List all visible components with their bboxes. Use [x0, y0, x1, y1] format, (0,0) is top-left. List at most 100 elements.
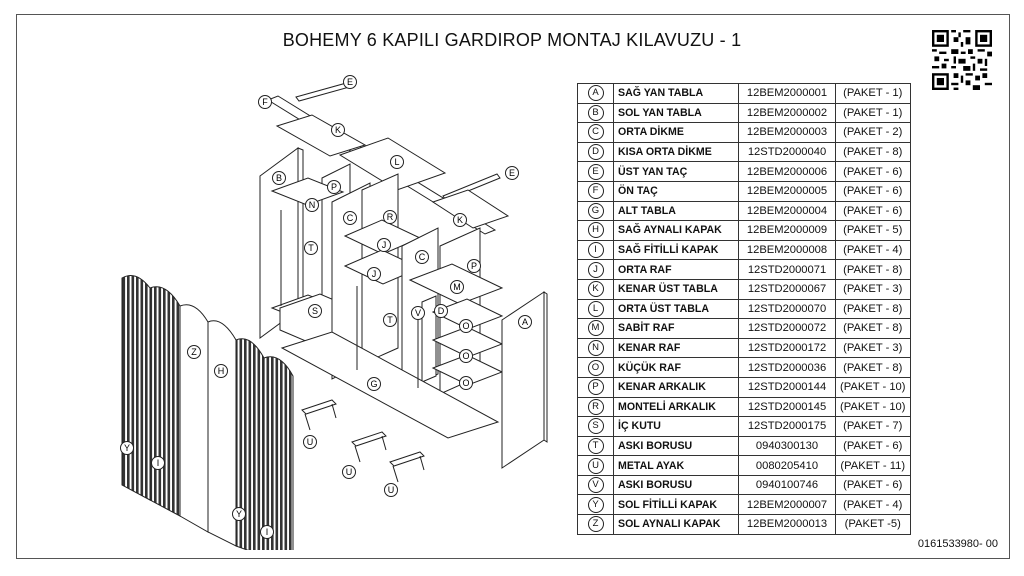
callout-F: F: [258, 95, 272, 109]
part-name: SOL AYNALI KAPAK: [613, 514, 739, 535]
callout-V: V: [411, 306, 425, 320]
part-name: ASKI BORUSU: [613, 474, 739, 496]
part-code: 12BEM2000009: [738, 220, 836, 241]
part-code: 12BEM2000006: [738, 161, 836, 182]
part-letter-cell: S: [577, 416, 614, 437]
part-letter-cell: Y: [577, 494, 614, 516]
part-letter: L: [587, 300, 604, 317]
part-code: 12BEM2000013: [738, 514, 836, 535]
drawing-frame: [16, 14, 1010, 559]
part-code: 12BEM2000004: [738, 200, 836, 222]
part-code: 12STD2000172: [738, 337, 836, 359]
part-letter: N: [587, 340, 604, 357]
part-letter: R: [587, 398, 604, 415]
callout-E-1: E: [343, 75, 357, 89]
part-package: (PAKET - 8): [835, 141, 911, 163]
part-letter: O: [587, 359, 604, 376]
svg-text:T: T: [308, 243, 314, 253]
callout-Z: Z: [187, 345, 201, 359]
callout-C-1: C: [343, 211, 357, 225]
part-letter-cell: V: [577, 474, 614, 496]
part-package: (PAKET - 6): [835, 161, 911, 182]
part-code: 12STD2000036: [738, 357, 836, 378]
part-package: (PAKET - 2): [835, 122, 911, 143]
part-package: (PAKET - 3): [835, 278, 911, 300]
part-letter-cell: K: [577, 278, 614, 300]
callout-S: S: [308, 304, 322, 318]
part-name: ORTA DİKME: [613, 122, 739, 143]
part-letter: J: [587, 261, 604, 278]
part-package: (PAKET - 8): [835, 318, 911, 339]
small-shelf-1: [431, 298, 504, 330]
part-code: 0940100746: [738, 474, 836, 496]
part-letter-cell: R: [577, 396, 614, 418]
metal-foot-3: [389, 451, 425, 483]
part-letter-cell: U: [577, 455, 614, 476]
part-package: (PAKET - 6): [835, 180, 911, 202]
svg-text:E: E: [347, 77, 353, 87]
svg-text:S: S: [312, 306, 318, 316]
part-name: ASKI BORUSU: [613, 435, 739, 457]
callout-Y-1: Y: [120, 441, 134, 455]
callout-U-1: U: [303, 435, 317, 449]
callout-K-2: K: [453, 213, 467, 227]
svg-text:P: P: [471, 261, 477, 271]
part-letter-cell: B: [577, 102, 614, 124]
part-name: SAĞ FİTİLLİ KAPAK: [613, 239, 739, 261]
part-letter-cell: C: [577, 122, 614, 143]
part-letter: E: [587, 163, 604, 180]
part-package: (PAKET - 4): [835, 239, 911, 261]
part-letter-cell: Z: [577, 514, 614, 535]
callout-P-1: P: [327, 180, 341, 194]
part-package: (PAKET - 8): [835, 298, 911, 320]
svg-text:H: H: [218, 366, 225, 376]
svg-text:F: F: [262, 97, 268, 107]
part-letter-cell: T: [577, 435, 614, 457]
part-letter-cell: D: [577, 141, 614, 163]
callout-J-1: J: [377, 238, 391, 252]
callout-Y-2: Y: [232, 507, 246, 521]
svg-text:J: J: [382, 240, 387, 250]
part-code: 12BEM2000003: [738, 122, 836, 143]
svg-text:N: N: [309, 200, 316, 210]
callout-C-2: C: [415, 250, 429, 264]
svg-text:K: K: [335, 125, 341, 135]
part-code: 12BEM2000002: [738, 102, 836, 124]
svg-text:I: I: [157, 458, 160, 468]
svg-text:R: R: [387, 212, 394, 222]
part-name: KISA ORTA DİKME: [613, 141, 739, 163]
part-letter-cell: M: [577, 318, 614, 339]
part-package: (PAKET - 5): [835, 220, 911, 241]
part-package: (PAKET - 6): [835, 474, 911, 496]
part-name: İÇ KUTU: [613, 416, 739, 437]
callout-I-1: I: [151, 456, 165, 470]
callout-O-2: O: [459, 349, 473, 363]
part-letter: B: [587, 104, 604, 121]
callout-N: N: [305, 198, 319, 212]
metal-foot-2: [351, 431, 387, 463]
left-mirror-door: [179, 304, 209, 533]
svg-text:U: U: [307, 437, 314, 447]
part-code: 12BEM2000007: [738, 494, 836, 516]
callout-A: A: [518, 315, 532, 329]
callout-I-2: I: [260, 525, 274, 539]
svg-text:M: M: [453, 282, 461, 292]
part-letter-cell: H: [577, 220, 614, 241]
callout-T-2: T: [383, 313, 397, 327]
callout-D: D: [434, 304, 448, 318]
part-package: (PAKET - 7): [835, 416, 911, 437]
part-letter-cell: L: [577, 298, 614, 320]
part-letter-cell: N: [577, 337, 614, 359]
part-code: 0940300130: [738, 435, 836, 457]
part-letter: M: [587, 320, 604, 337]
part-letter: V: [587, 477, 604, 494]
part-letter: C: [587, 124, 604, 141]
part-package: (PAKET - 8): [835, 357, 911, 378]
